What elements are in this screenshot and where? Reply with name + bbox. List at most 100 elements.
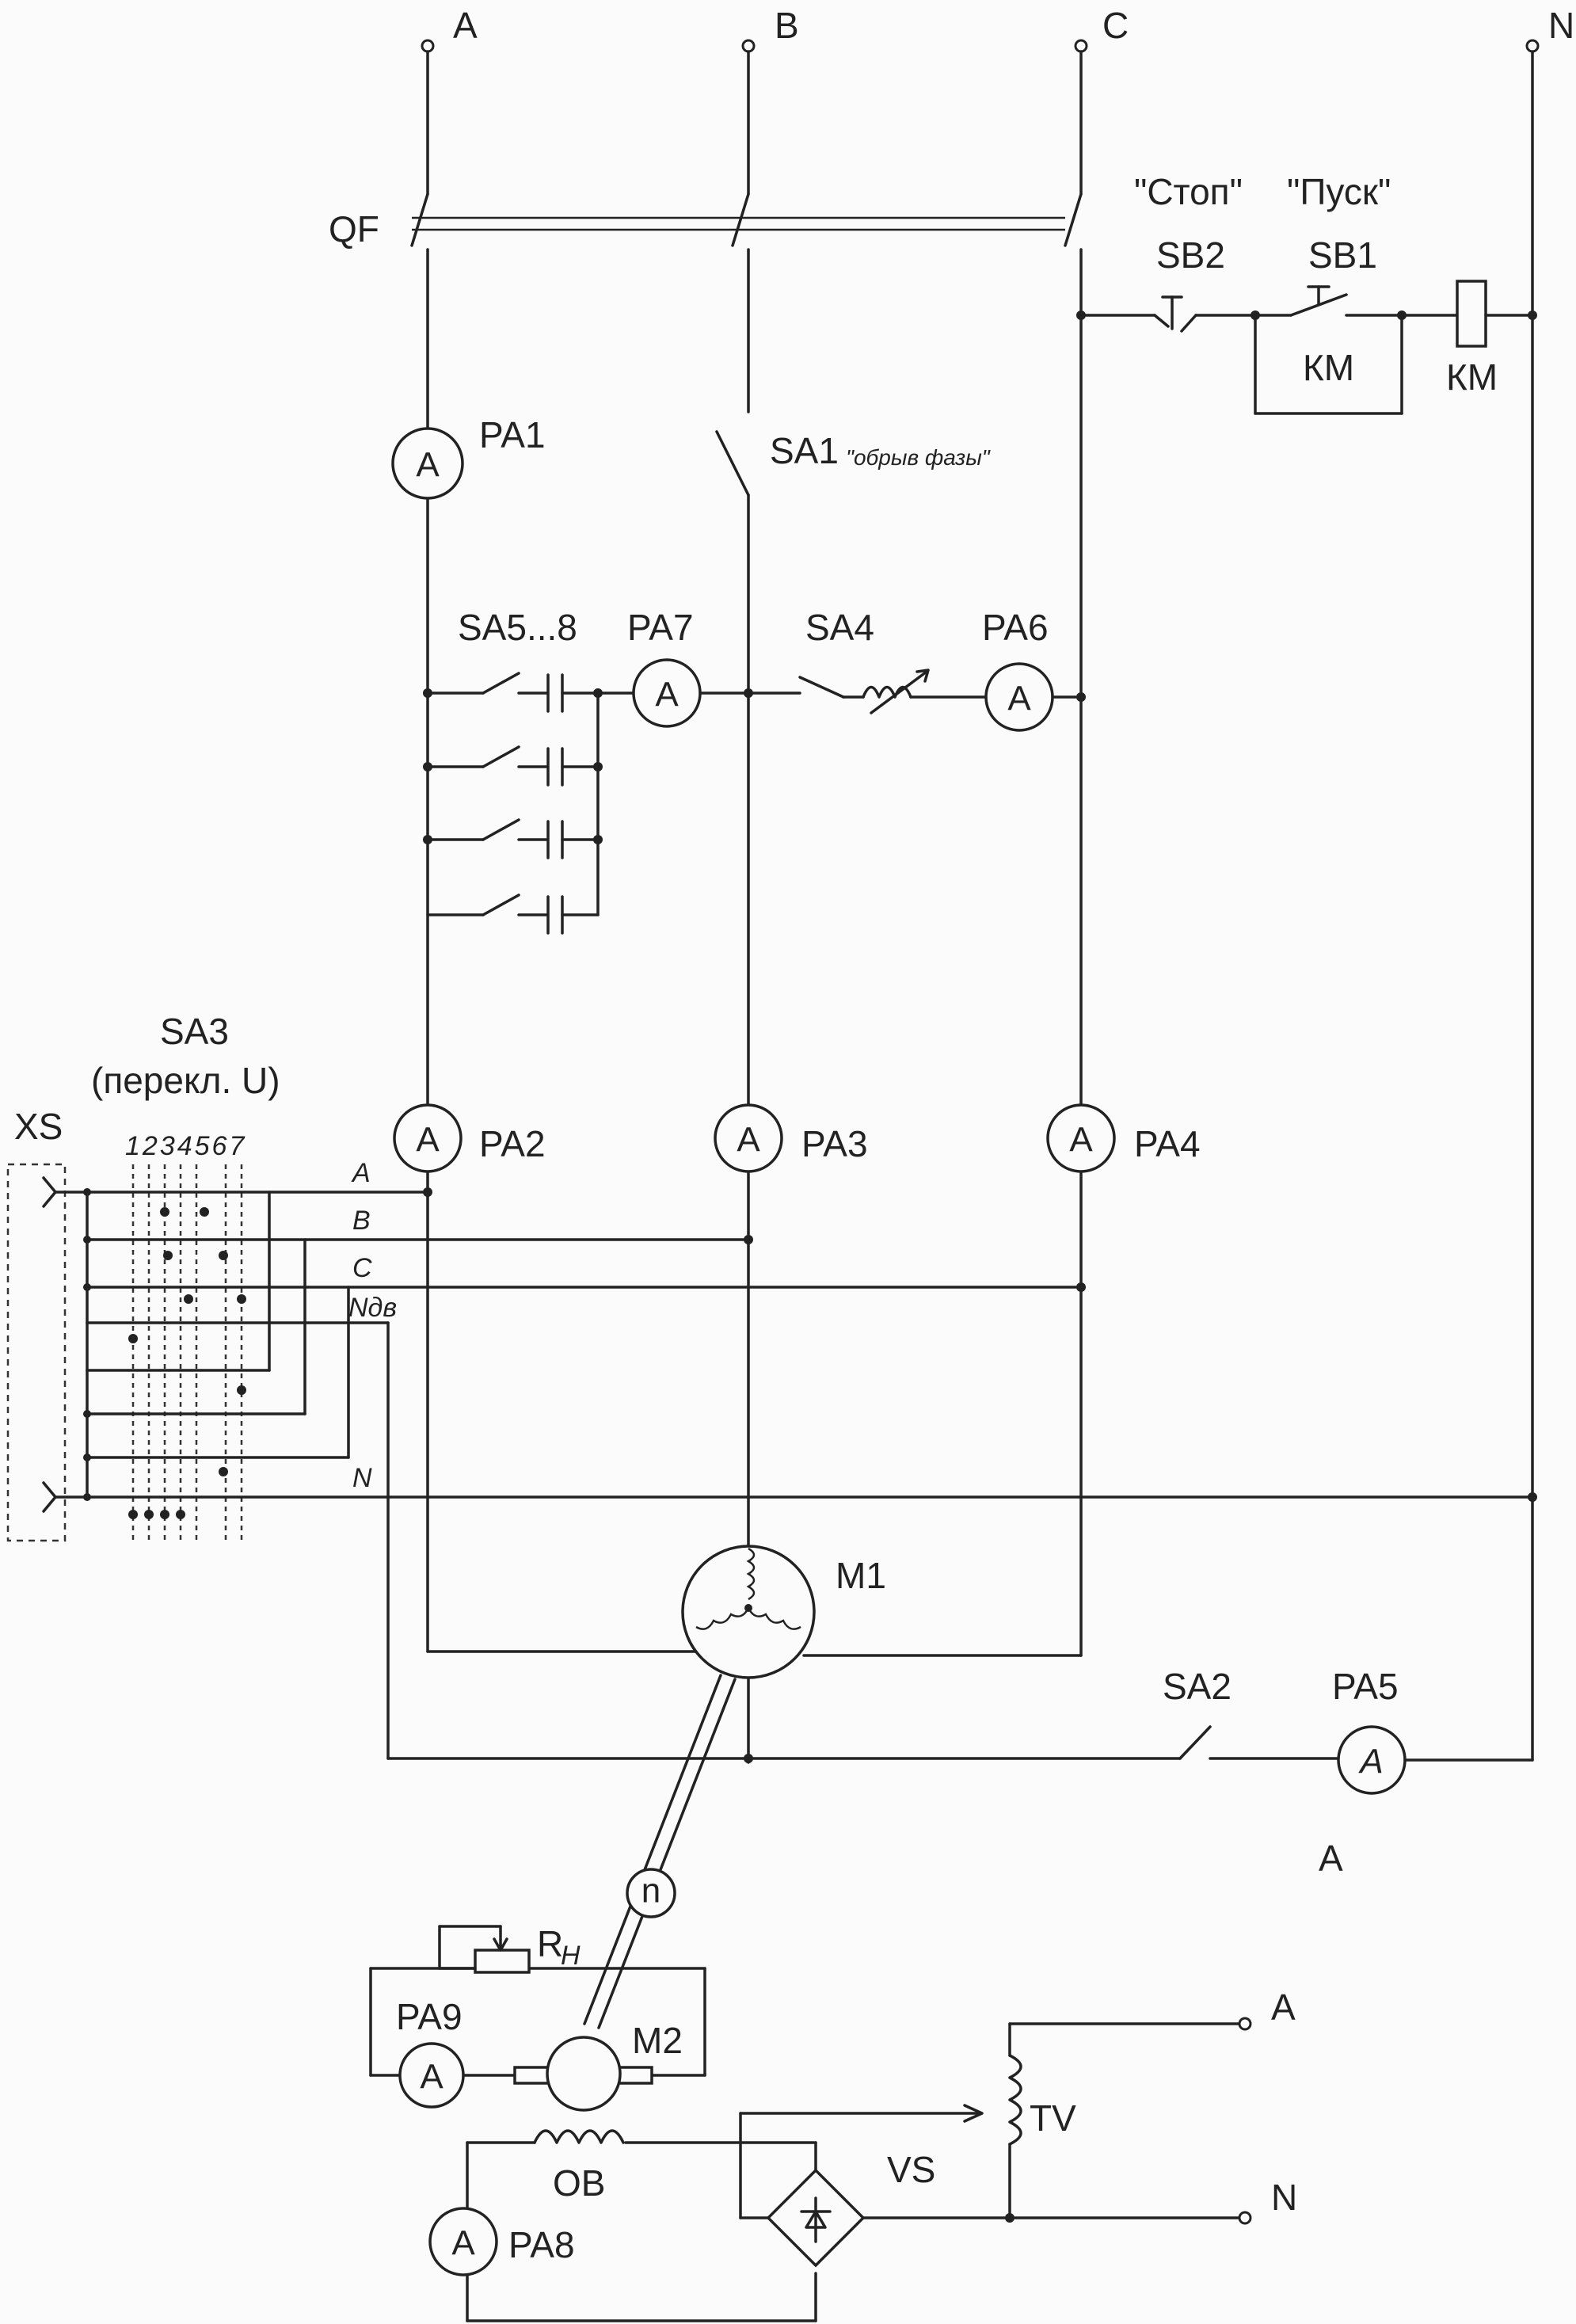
bus-a-label: A: [351, 1158, 371, 1188]
supply-n-label: N: [1271, 2177, 1297, 2218]
capacitor-bank: [423, 672, 635, 935]
switch-sa4-label: SA4: [805, 607, 874, 648]
stop-button-label: SB2: [1156, 234, 1225, 276]
start-button-label: SB1: [1308, 234, 1377, 276]
switch-sa4[interactable]: [747, 676, 865, 699]
svg-text:A: A: [420, 2058, 443, 2097]
start-button-sb1[interactable]: [1254, 285, 1403, 317]
field-winding-label: OB: [553, 2162, 605, 2204]
phase-terminals: A B C N: [421, 5, 1574, 53]
svg-text:A: A: [737, 1121, 760, 1160]
ammeter-pa6-label: PA6: [982, 607, 1049, 648]
bus-b-label: B: [352, 1206, 371, 1236]
transformer-tv[interactable]: [739, 2022, 1241, 2223]
switch-sa5[interactable]: [482, 672, 520, 695]
ammeter-pa8: A: [428, 2207, 498, 2276]
ammeter-pa3: A: [714, 1103, 783, 1173]
speed-sensor: n: [626, 1868, 676, 1918]
supply-a-label: A: [1271, 1987, 1296, 2028]
transformer-label: TV: [1030, 2097, 1076, 2139]
rectifier-label: VS: [887, 2149, 935, 2190]
generator-m2: [513, 2036, 653, 2112]
load-resistor-rh[interactable]: [438, 1925, 531, 1974]
switch-sa2-label: SA2: [1163, 1666, 1231, 1707]
ammeter-pa2: A: [393, 1103, 463, 1173]
ammeter-pa3-label: PA3: [801, 1123, 868, 1164]
main-wires: [426, 50, 1534, 1764]
shaft-coupling: [583, 1674, 737, 2029]
switch-sa7[interactable]: [482, 818, 520, 841]
svg-text:A: A: [1357, 1743, 1383, 1781]
circuit-breaker-qf[interactable]: QF: [329, 192, 1083, 250]
ammeter-pa9: A: [398, 2042, 465, 2109]
adjustable-inductor: [862, 669, 988, 714]
generator-load-circuit: [369, 1967, 706, 2077]
connector-xs[interactable]: [6, 1163, 89, 1542]
switch-sa6[interactable]: [482, 745, 520, 768]
ammeter-pa5-caption: A: [1319, 1838, 1343, 1879]
rectifier-vs: [739, 2112, 1011, 2268]
ammeter-pa6: A: [984, 662, 1054, 732]
ammeter-pa4-label: PA4: [1134, 1123, 1201, 1164]
coil-label: КМ: [1446, 356, 1498, 398]
start-quote-label: "Пуск": [1287, 171, 1391, 212]
ammeter-pa2-label: PA2: [479, 1123, 546, 1164]
svg-text:A: A: [1069, 1121, 1093, 1160]
svg-text:n: n: [641, 1872, 660, 1911]
motor-m1: [426, 1545, 1083, 1679]
svg-text:A: A: [416, 1121, 440, 1160]
switch-sa3-note: (перекл. U): [91, 1060, 280, 1101]
generator-m2-label: M2: [632, 2020, 683, 2061]
svg-text:A: A: [655, 676, 679, 714]
svg-text:A: A: [416, 446, 440, 485]
contactor-coil-km: [1456, 280, 1487, 348]
terminal-phase-b[interactable]: [741, 39, 756, 53]
label-neutral: N: [1548, 5, 1574, 46]
sa3-position-numbers: 1234567: [125, 1131, 246, 1161]
label-phase-c: C: [1102, 5, 1129, 46]
load-resistor-label: R: [537, 1923, 563, 1964]
bus-c-label: C: [352, 1253, 372, 1283]
switch-sa5-8-label: SA5...8: [458, 607, 577, 648]
bus-n-label: N: [352, 1463, 372, 1493]
load-resistor-subscript: H: [561, 1941, 581, 1971]
ammeter-pa1-label: PA1: [479, 414, 546, 455]
control-circuit: "Стоп" SB2 "Пуск" SB1 КМ КМ: [1076, 171, 1537, 415]
ammeter-pa7-label: PA7: [627, 607, 694, 648]
ammeter-pa4: A: [1046, 1103, 1116, 1173]
bus-ndv-label: Nдв: [348, 1293, 397, 1323]
label-phase-b: B: [775, 5, 799, 46]
field-winding-ob: [533, 2129, 625, 2144]
switch-sa2[interactable]: [1178, 1725, 1340, 1760]
selector-switch-sa3[interactable]: [83, 1164, 1537, 1541]
label-phase-a: A: [453, 5, 478, 46]
ammeter-pa1: A: [391, 427, 464, 500]
supply-terminal-n[interactable]: [1238, 2211, 1252, 2225]
stop-quote-label: "Стоп": [1134, 171, 1243, 212]
hold-contact-km: [1254, 314, 1403, 415]
stop-button-sb2[interactable]: [1153, 295, 1257, 333]
svg-text:A: A: [451, 2224, 475, 2263]
switch-sa1-note: "обрыв фазы": [846, 445, 991, 470]
ammeter-pa5: A: [1337, 1725, 1407, 1795]
switch-sa1[interactable]: [715, 430, 750, 497]
hold-contact-label: КМ: [1303, 347, 1354, 388]
bus-labels: A B C Nдв N: [348, 1158, 397, 1493]
ammeter-pa9-label: PA9: [396, 1996, 463, 2037]
terminal-neutral[interactable]: [1525, 39, 1540, 53]
svg-text:A: A: [1007, 680, 1031, 718]
switch-sa3-label: SA3: [160, 1011, 229, 1052]
ammeter-pa5-label: PA5: [1332, 1666, 1399, 1707]
terminal-phase-a[interactable]: [421, 39, 435, 53]
supply-terminal-a[interactable]: [1238, 2017, 1252, 2031]
switch-sa1-label: SA1: [770, 430, 839, 471]
breaker-label: QF: [329, 208, 379, 250]
ammeter-pa7: A: [632, 658, 702, 728]
motor-m1-label: M1: [836, 1555, 886, 1596]
switch-sa8[interactable]: [482, 893, 520, 916]
terminal-phase-c[interactable]: [1074, 39, 1088, 53]
ammeter-pa8-label: PA8: [508, 2224, 575, 2265]
connector-xs-label: XS: [14, 1106, 63, 1147]
